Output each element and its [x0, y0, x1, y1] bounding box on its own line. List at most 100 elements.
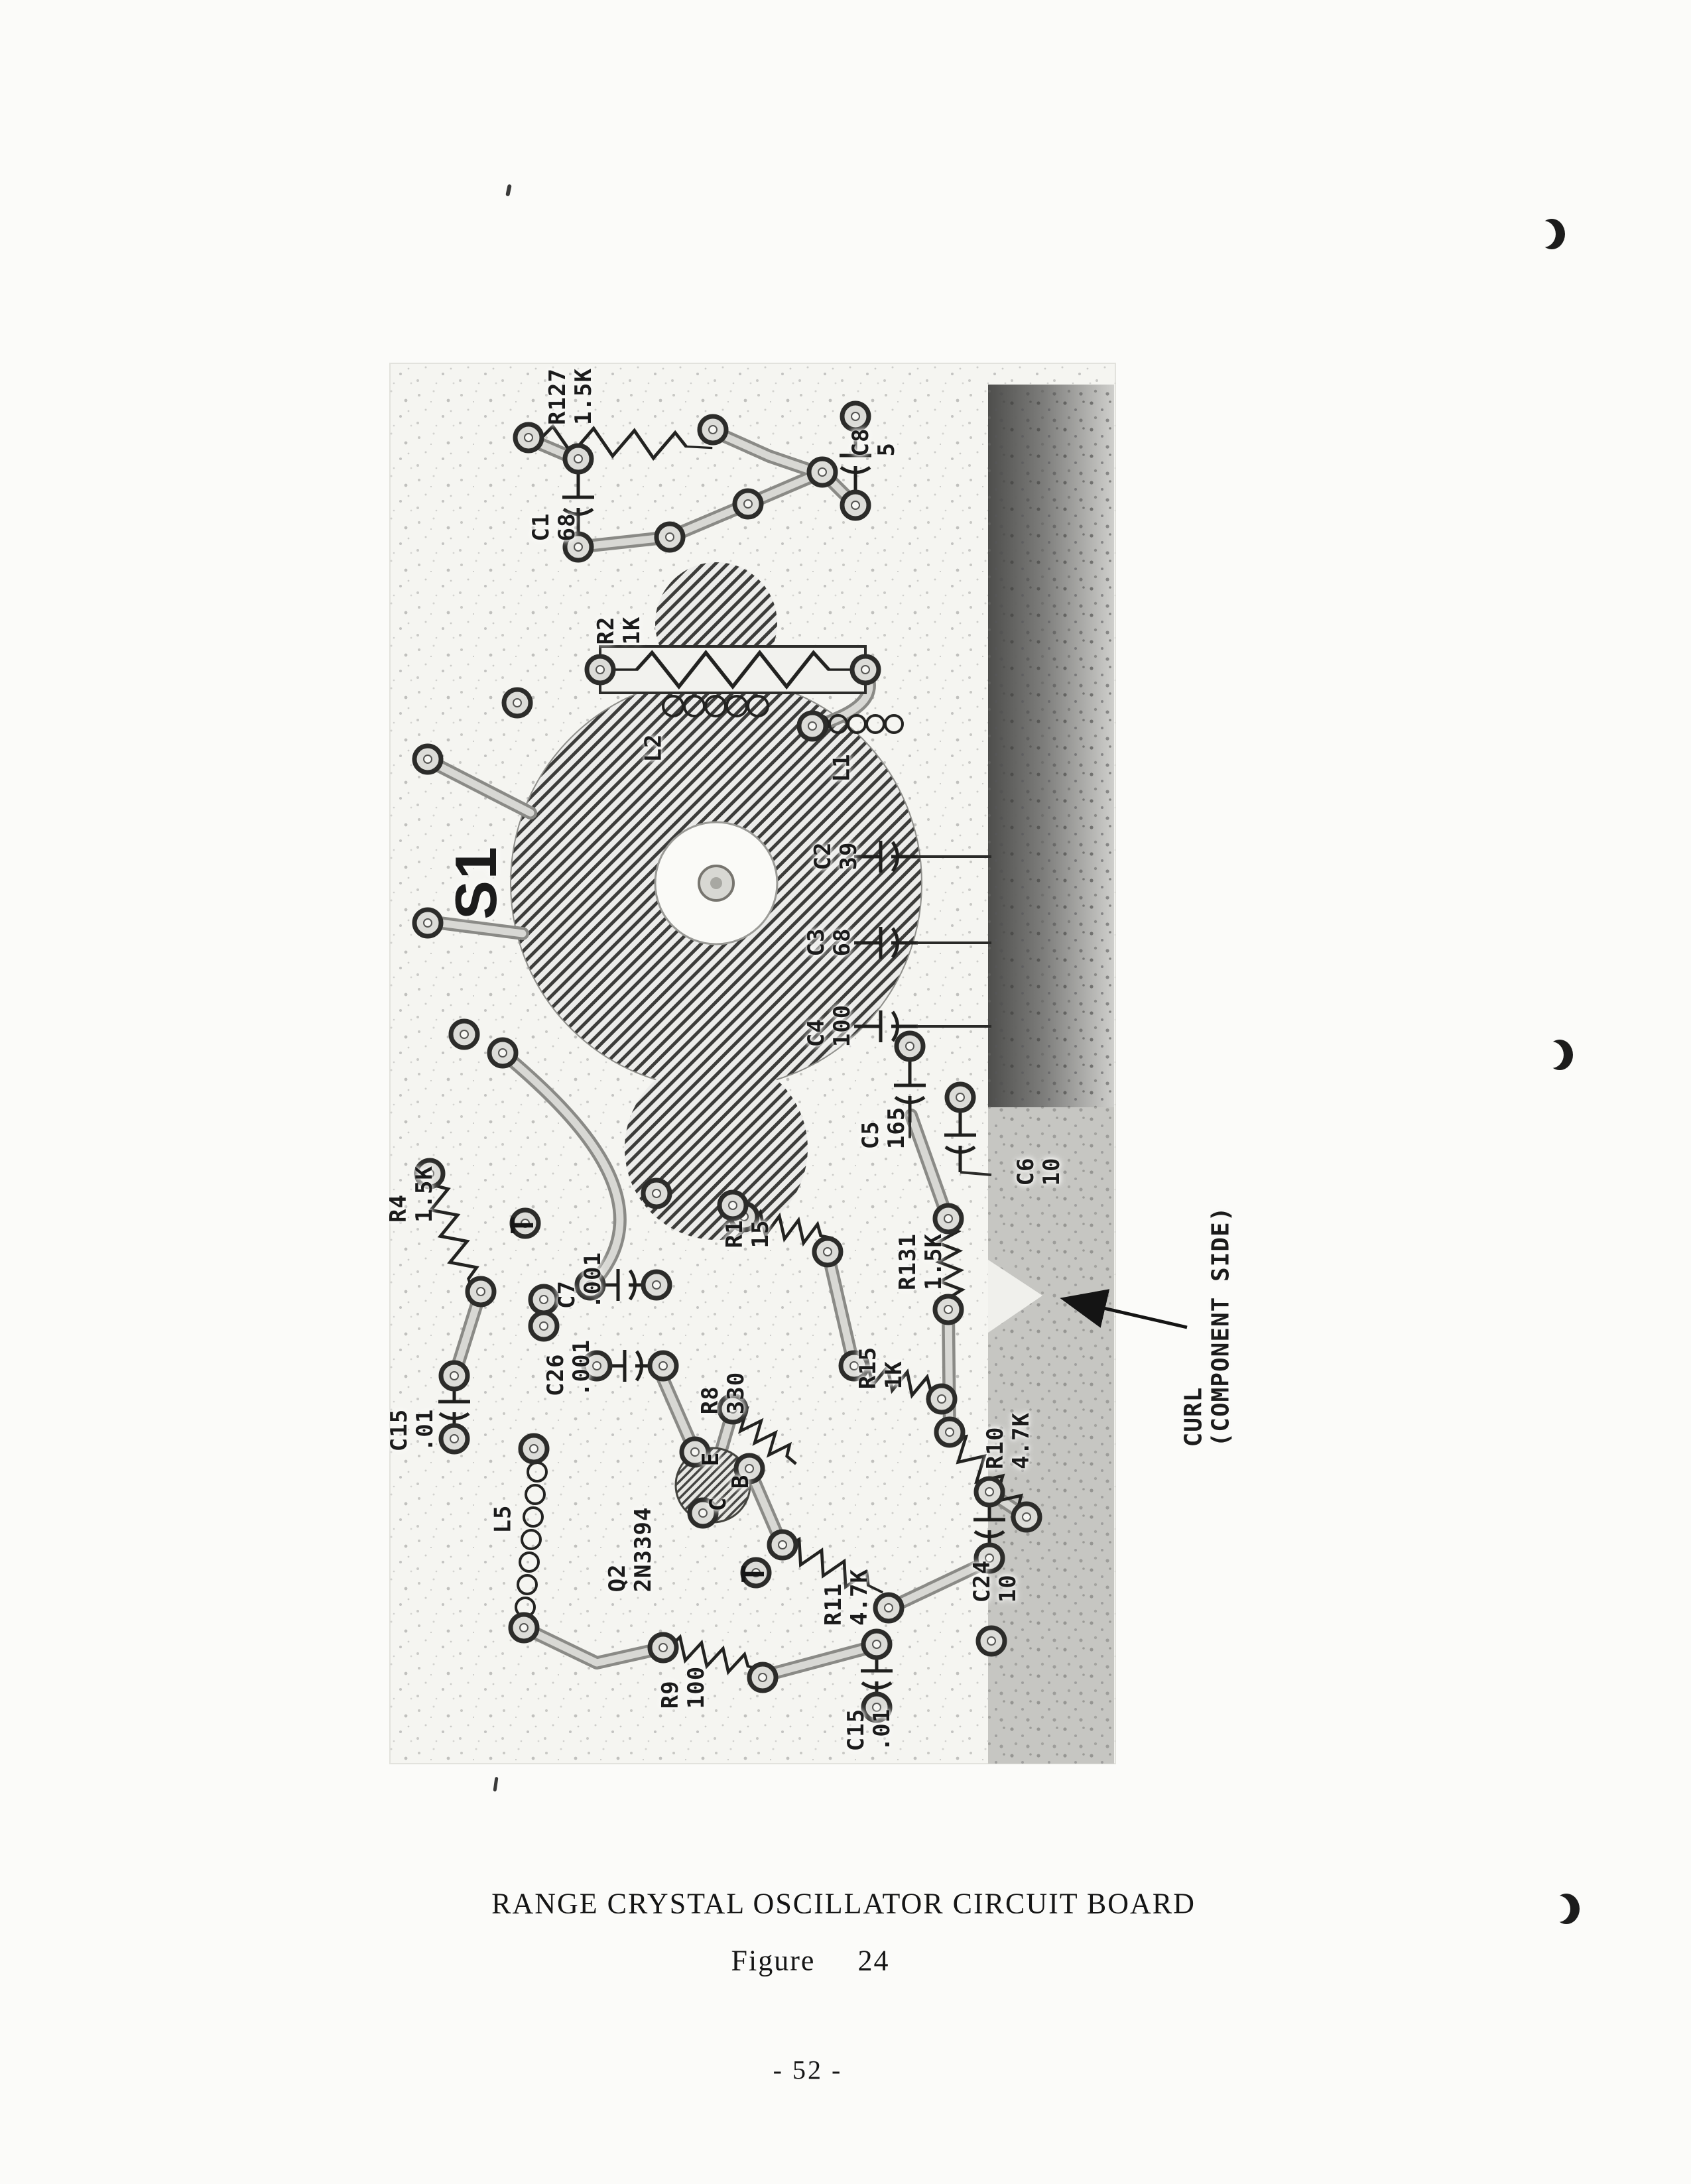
board-curl-notch	[988, 1260, 1042, 1333]
label-L5: L5	[489, 1504, 518, 1534]
value: 100	[828, 1004, 855, 1048]
designator: R131	[894, 1233, 921, 1290]
curl-annotation-line1: CURL	[1180, 1386, 1208, 1447]
designator: C5	[857, 1121, 884, 1150]
value: 2N3394	[629, 1506, 657, 1593]
pin-label-e: E	[698, 1452, 724, 1467]
value: 10	[994, 1574, 1021, 1603]
scan-artifact-mark	[505, 184, 512, 197]
designator: C7	[553, 1280, 580, 1309]
value: 1.5K	[570, 368, 597, 425]
designator: C1	[527, 513, 554, 542]
label-C26: C26.001	[542, 1339, 595, 1396]
designator: C8	[847, 428, 874, 457]
value: 165	[883, 1106, 910, 1150]
scan-artifact-crescent	[1539, 1040, 1573, 1070]
circuit-board-figure: T T	[389, 363, 1188, 1764]
designator: Q2	[603, 1563, 631, 1593]
figure-caption: RANGE CRYSTAL OSCILLATOR CIRCUIT BOARD	[491, 1887, 1196, 1920]
designator: R127	[544, 368, 571, 425]
designator: R9	[657, 1680, 684, 1709]
designator: C3	[802, 928, 830, 957]
value: 1K	[618, 616, 645, 645]
crescent-cutout	[1539, 1042, 1564, 1068]
designator: C15	[842, 1708, 869, 1752]
value: 1K	[880, 1361, 907, 1390]
value: 68	[828, 928, 855, 957]
label-C15-bottom: C15.01	[842, 1708, 895, 1752]
designator: R1	[721, 1219, 748, 1248]
designator: C24	[968, 1559, 995, 1603]
designator: C6	[1012, 1157, 1039, 1186]
designator: L1	[828, 753, 855, 782]
t-mark: T	[505, 1216, 540, 1235]
value: 39	[835, 841, 862, 871]
designator: C15	[385, 1408, 412, 1452]
capacitor-lead-lines	[908, 855, 992, 1176]
designator: R15	[854, 1346, 881, 1390]
designator: L2	[640, 733, 667, 762]
scan-artifact-crescent	[1546, 1894, 1580, 1924]
figure-number-line: Figure 24	[731, 1944, 890, 1978]
resistor-r2-body	[599, 645, 867, 694]
designator: C4	[802, 1018, 830, 1048]
value: 15	[747, 1219, 774, 1248]
value: .01	[411, 1408, 438, 1452]
crescent-cutout	[1546, 1896, 1570, 1922]
value: 4.7K	[1007, 1412, 1034, 1469]
label-C7: C7.001	[553, 1252, 606, 1309]
curl-annotation-line2: (COMPONENT SIDE)	[1207, 1206, 1235, 1447]
value: .01	[868, 1708, 895, 1752]
label-L2: L2	[640, 733, 668, 762]
designator: L5	[489, 1504, 517, 1534]
label-L1: L1	[828, 753, 857, 782]
crescent-cutout	[1531, 221, 1556, 247]
designator: C26	[542, 1353, 569, 1396]
value: 1.5K	[410, 1166, 438, 1223]
value: 10	[1038, 1157, 1065, 1186]
curl-annotation: CURL (COMPONENT SIDE)	[1180, 1206, 1235, 1447]
designator: C2	[809, 841, 836, 871]
value: 68	[553, 513, 580, 542]
value: 100	[682, 1666, 710, 1709]
value: .001	[568, 1339, 595, 1396]
value: 4.7K	[845, 1569, 873, 1626]
page-number: - 52 -	[773, 2055, 843, 2085]
value: 330	[722, 1371, 749, 1415]
figure-number: 24	[857, 1944, 890, 1977]
designator: R4	[385, 1193, 412, 1223]
board-shadow-band	[988, 385, 1114, 1764]
coil-l2	[662, 695, 769, 717]
value: 5	[873, 442, 900, 457]
figure-word: Figure	[731, 1944, 816, 1977]
pin-label-c: C	[705, 1497, 731, 1512]
pin-label-b: B	[727, 1475, 754, 1489]
curl-annotation-arrow	[1060, 1289, 1188, 1329]
t-mark: T	[735, 1565, 771, 1583]
designator: R10	[981, 1426, 1009, 1469]
designator: R8	[696, 1386, 723, 1415]
value: 1.5K	[920, 1233, 947, 1290]
designator: R11	[820, 1583, 847, 1626]
value: .001	[579, 1252, 606, 1309]
label-S1: S1	[443, 845, 509, 920]
